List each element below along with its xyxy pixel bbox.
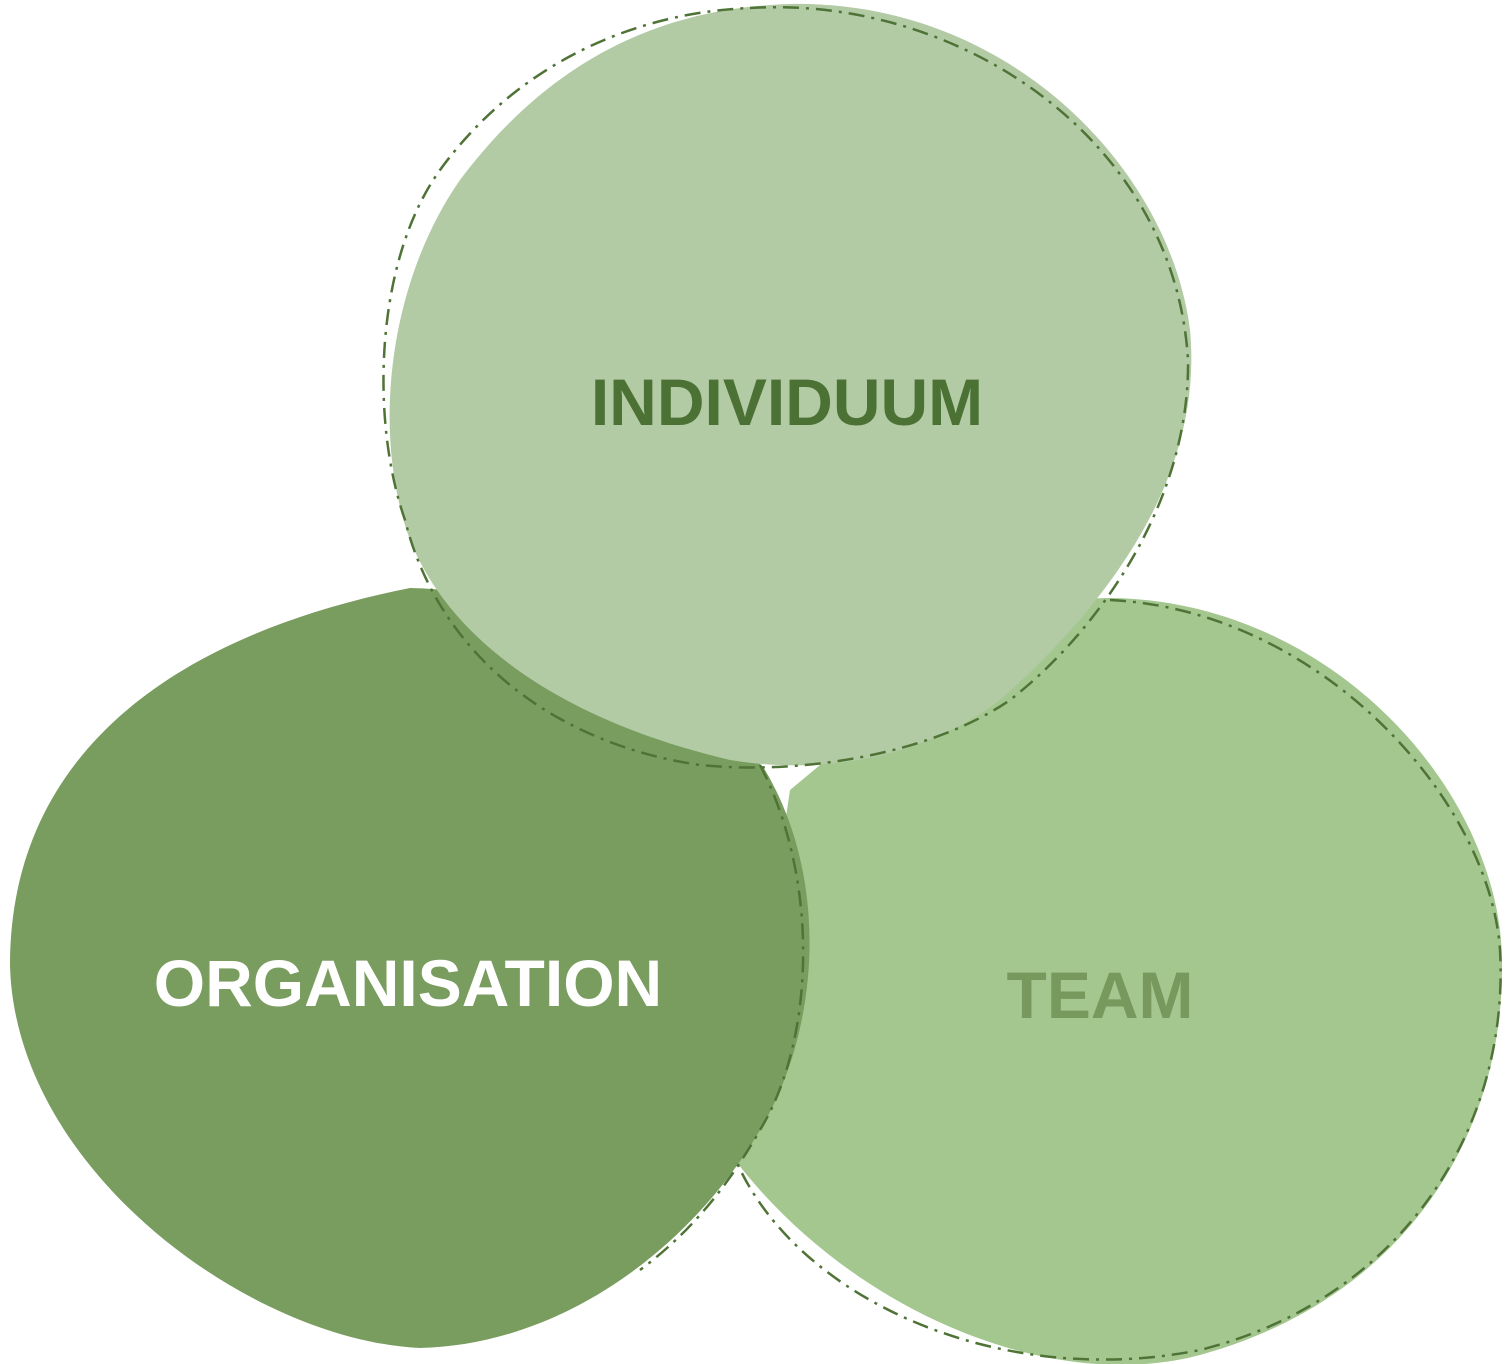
team-label: TEAM [1007,958,1194,1032]
team-outline [736,598,1502,1361]
organisation-blob [10,588,810,1348]
team-blob [735,597,1503,1364]
organisation-label: ORGANISATION [154,946,662,1020]
organisation-outline [639,764,805,1271]
individuum-label: INDIVIDUUM [591,365,983,439]
individuum-blob [389,3,1192,766]
